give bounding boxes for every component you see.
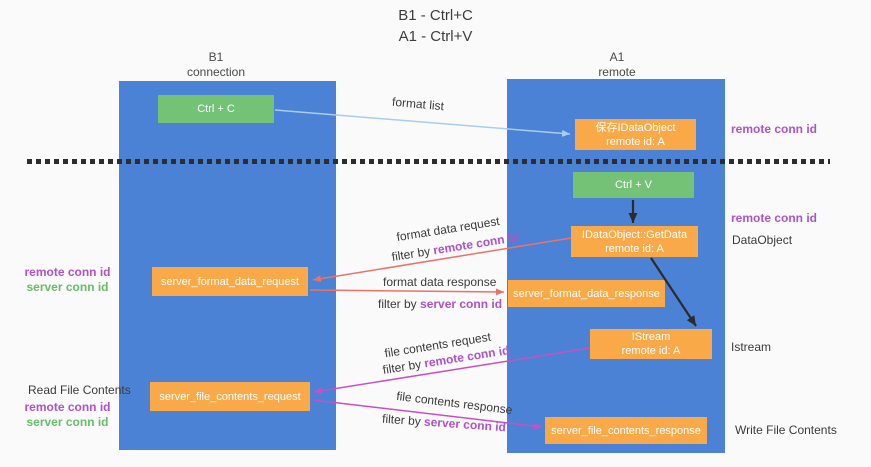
title-line-2: A1 - Ctrl+V (398, 28, 473, 45)
node-ctrl-v-label: Ctrl + V (615, 179, 652, 191)
node-server-format-data-request: server_format_data_request (152, 267, 308, 296)
node-server-file-contents-response: server_file_contents_response (545, 417, 707, 444)
label-left-remote-conn-id-2: remote conn id (24, 400, 111, 414)
node-save-idataobject-line1: 保存IDataObject (595, 121, 676, 134)
node-file-response-label: server_file_contents_response (551, 424, 701, 437)
lane-a1-name: A1 (609, 50, 625, 64)
node-format-response-label: server_format_data_response (513, 287, 660, 300)
diagram-title: B1 - Ctrl+C A1 - Ctrl+V (0, 5, 871, 47)
node-save-idataobject: 保存IDataObject remote id: A (575, 119, 696, 150)
lane-b1-name: B1 (208, 50, 224, 64)
node-server-format-data-response: server_format_data_response (508, 280, 665, 307)
label-dataobject: DataObject (732, 233, 793, 247)
label-filter-prefix: filter by (381, 411, 425, 429)
label-filter-format-response: filter by server conn id (378, 297, 502, 311)
node-ctrl-v: Ctrl + V (573, 172, 694, 198)
label-right-remote-conn-id-top: remote conn id (731, 122, 818, 136)
lane-header-a1: A1 remote (547, 50, 687, 80)
label-server-conn-id: server conn id (423, 414, 507, 435)
left-conn-id-group-1: remote conn id server conn id (20, 265, 115, 295)
label-filter-prefix: filter by (390, 243, 435, 264)
label-right-remote-conn-id-mid: remote conn id (731, 211, 818, 225)
label-write-file-contents: Write File Contents (735, 423, 837, 437)
node-istream: IStream remote id: A (590, 329, 712, 359)
node-istream-line2: remote id: A (621, 345, 681, 357)
label-left-server-conn-id-1: server conn id (26, 280, 109, 294)
label-left-remote-conn-id-1: remote conn id (24, 265, 111, 279)
node-save-idataobject-line2: remote id: A (606, 135, 665, 148)
label-read-file-contents: Read File Contents (28, 383, 131, 397)
arrow-format-data-response (309, 288, 505, 296)
copy-paste-divider-dashed-line (27, 159, 830, 164)
label-istream: Istream (731, 340, 772, 354)
node-istream-line1: IStream (631, 331, 671, 343)
node-server-file-contents-request: server_file_contents_request (150, 382, 310, 411)
node-getdata-line1: IDataObject::GetData (581, 228, 688, 241)
node-format-request-label: server_format_data_request (160, 275, 300, 288)
title-line-1: B1 - Ctrl+C (398, 7, 473, 24)
node-file-request-label: server_file_contents_request (159, 390, 301, 403)
label-server-conn-id: server conn id (420, 297, 503, 311)
label-filter-file-response: filter by server conn id (382, 412, 507, 435)
label-file-contents-response: file contents response (395, 388, 514, 418)
label-filter-prefix: filter by (378, 297, 421, 311)
node-getdata-line2: remote id: A (605, 242, 664, 255)
left-conn-id-group-2: remote conn id server conn id (20, 400, 115, 430)
label-format-list: format list (391, 94, 445, 114)
label-format-data-response: format data response (383, 275, 497, 289)
lane-a1-role: remote (598, 65, 636, 79)
node-ctrl-c: Ctrl + C (158, 95, 274, 123)
lane-header-b1: B1 connection (146, 50, 286, 80)
node-ctrl-c-label: Ctrl + C (197, 103, 235, 115)
label-left-server-conn-id-2: server conn id (26, 415, 109, 429)
node-idataobject-getdata: IDataObject::GetData remote id: A (571, 226, 698, 257)
lane-b1-role: connection (186, 65, 246, 79)
